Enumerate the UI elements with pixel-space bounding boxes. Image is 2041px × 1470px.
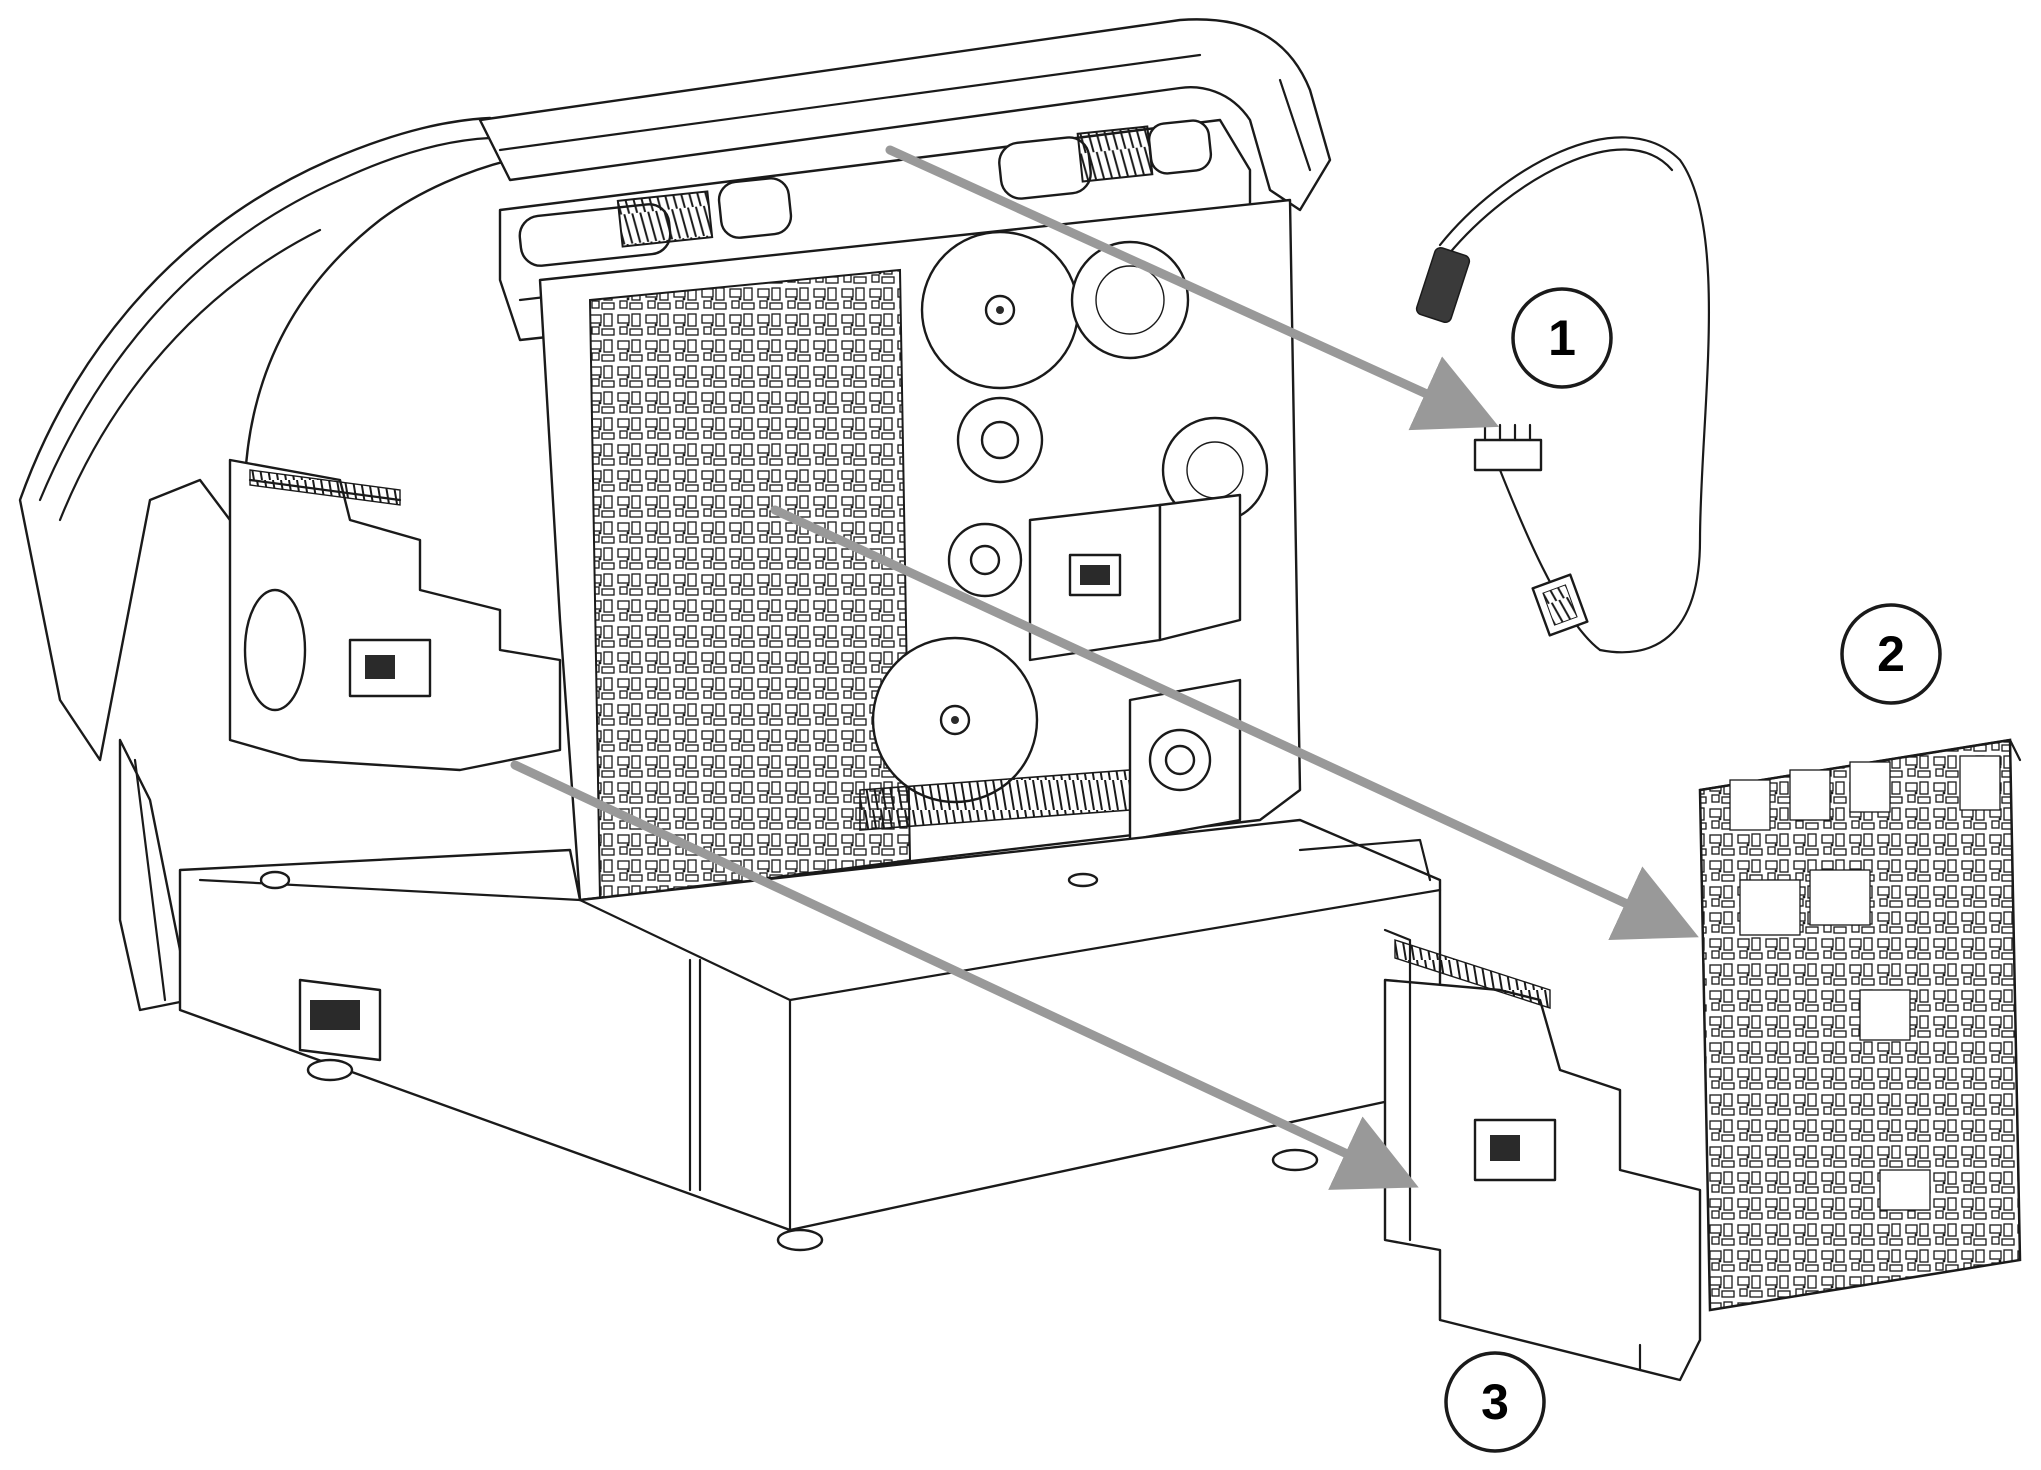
- wire-harness-part: [1415, 136, 1711, 654]
- callout-1-label: 1: [1548, 310, 1576, 366]
- callout-3-label: 3: [1481, 1374, 1509, 1430]
- arrow-to-part-1: [885, 145, 1499, 431]
- callout-3: 3: [1444, 1351, 1546, 1453]
- side-board-part: [1383, 928, 1702, 1382]
- callout-2-label: 2: [1877, 626, 1905, 682]
- main-board-part: [1698, 738, 2022, 1312]
- internal-pcb: [588, 268, 912, 902]
- arrow-to-part-3: [510, 760, 1419, 1190]
- drive-motors: [859, 230, 1269, 842]
- base-tray: [178, 818, 1442, 1232]
- left-bracket: [228, 458, 562, 772]
- printer-body: [18, 18, 1442, 1252]
- arrow-to-part-2: [770, 505, 1699, 940]
- callout-1: 1: [1511, 287, 1613, 389]
- callout-2: 2: [1840, 603, 1942, 705]
- explode-arrows: [510, 145, 1699, 1190]
